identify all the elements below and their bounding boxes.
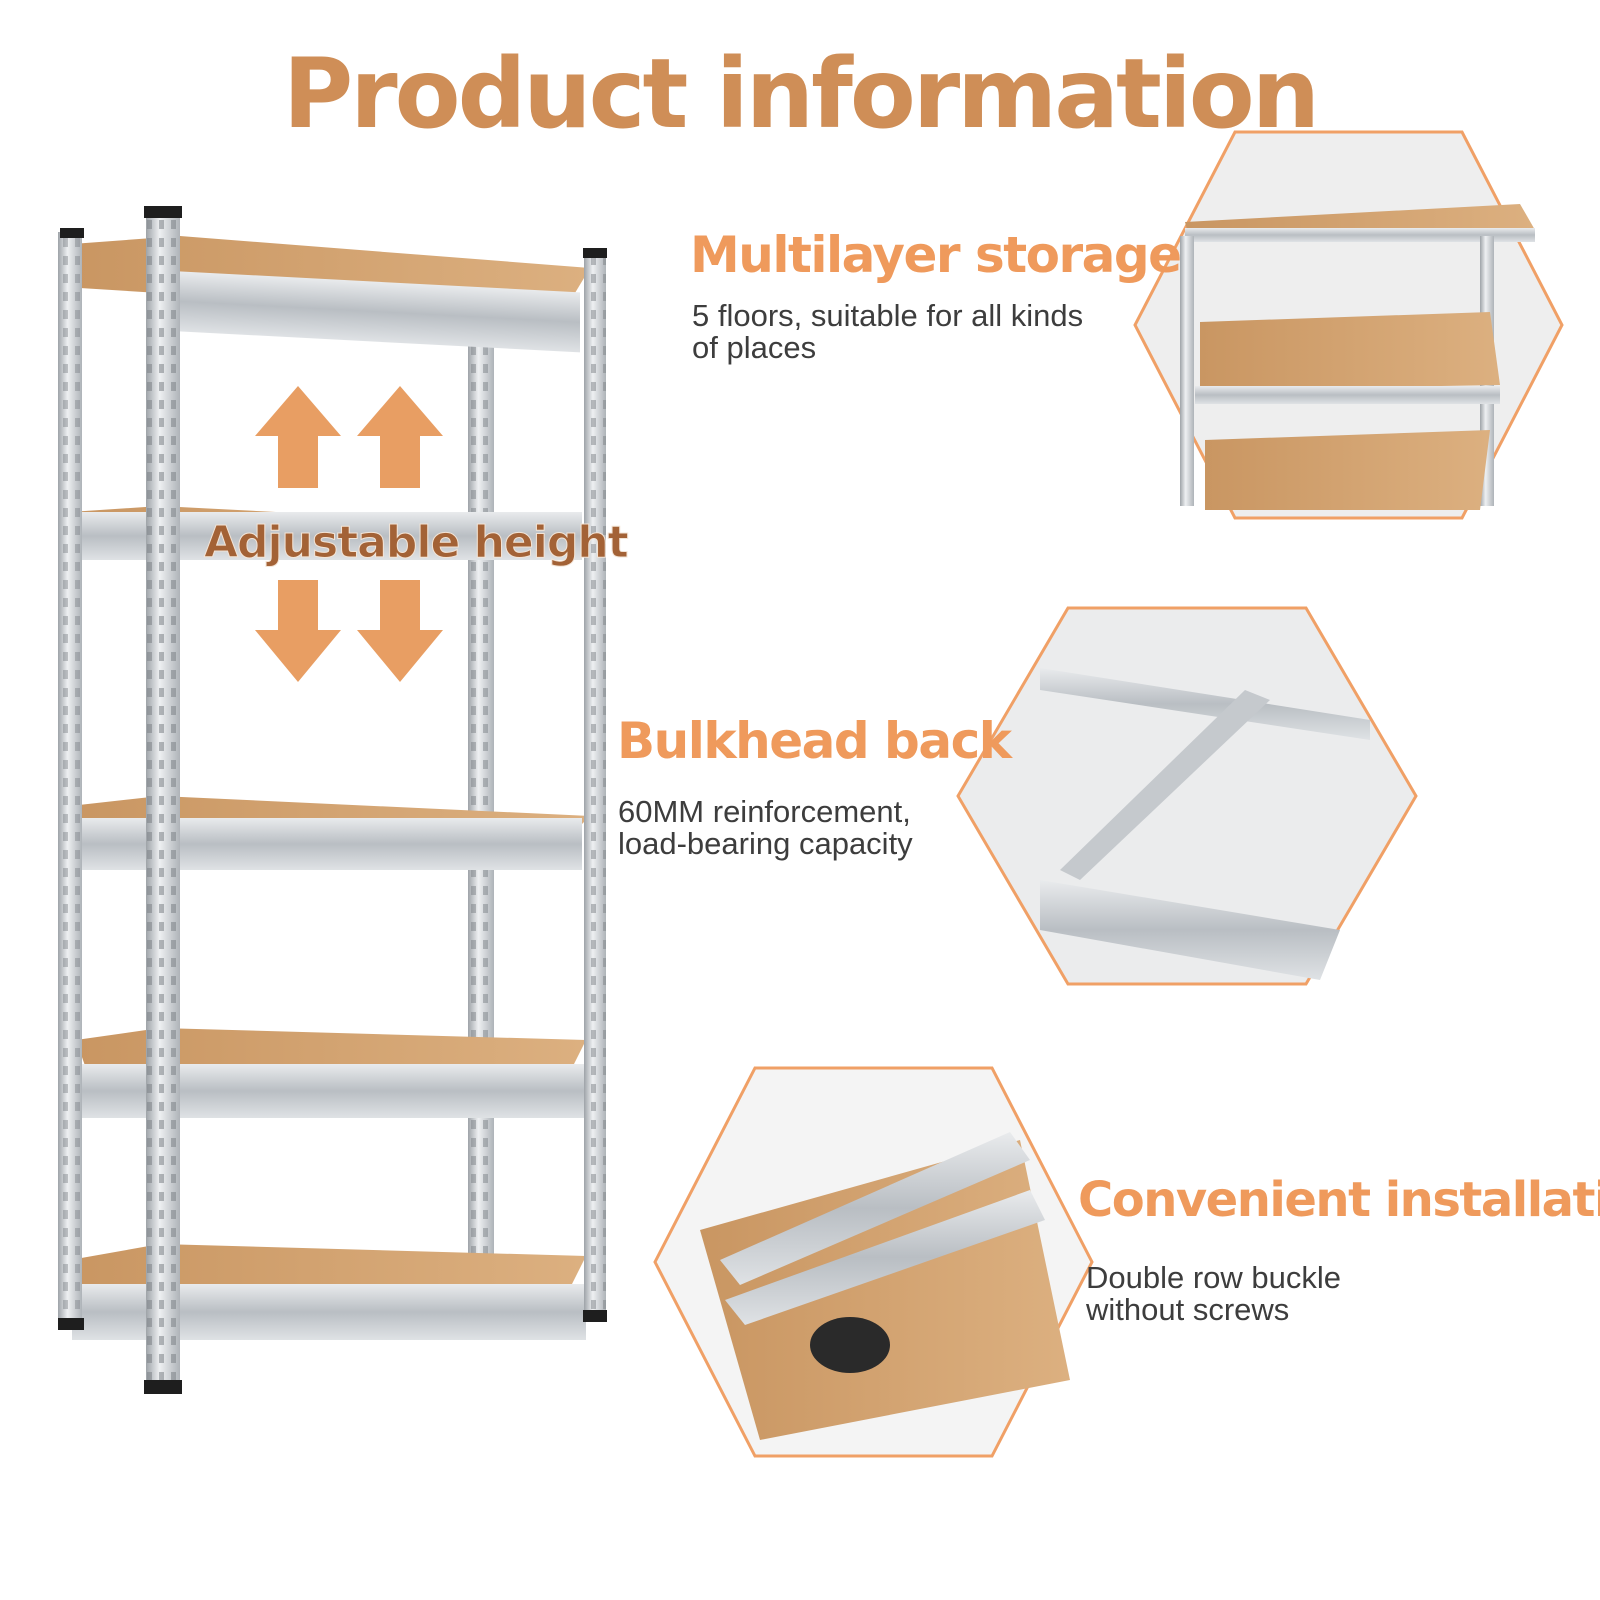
feature-description-multilayer: 5 floors, suitable for all kinds of plac… xyxy=(692,300,1083,364)
feature-line: 60MM reinforcement, xyxy=(618,794,911,829)
hexagon-bulkhead xyxy=(956,606,1418,986)
page-title: Product information xyxy=(282,38,1320,150)
feature-description-installation: Double row buckle without screws xyxy=(1086,1262,1341,1326)
feature-line: of places xyxy=(692,330,817,365)
feature-heading-multilayer: Multilayer storage xyxy=(690,226,1182,284)
hexagon-multilayer xyxy=(1133,130,1564,520)
feature-line: 5 floors, suitable for all kinds xyxy=(692,298,1084,333)
shelf-level-1 xyxy=(72,236,590,353)
feature-line: without screws xyxy=(1086,1292,1290,1327)
feature-description-bulkhead: 60MM reinforcement, load-bearing capacit… xyxy=(618,796,913,860)
arrow-down-icon xyxy=(255,580,443,682)
hexagon-installation xyxy=(653,1066,1094,1458)
feature-heading-bulkhead: Bulkhead back xyxy=(617,712,1012,770)
feature-line: Double row buckle xyxy=(1086,1260,1342,1295)
arrow-up-icon xyxy=(255,386,443,488)
feature-heading-installation: Convenient installation xyxy=(1078,1172,1600,1228)
adjustable-height-label: Adjustable height xyxy=(204,517,629,568)
feature-line: load-bearing capacity xyxy=(618,826,913,861)
